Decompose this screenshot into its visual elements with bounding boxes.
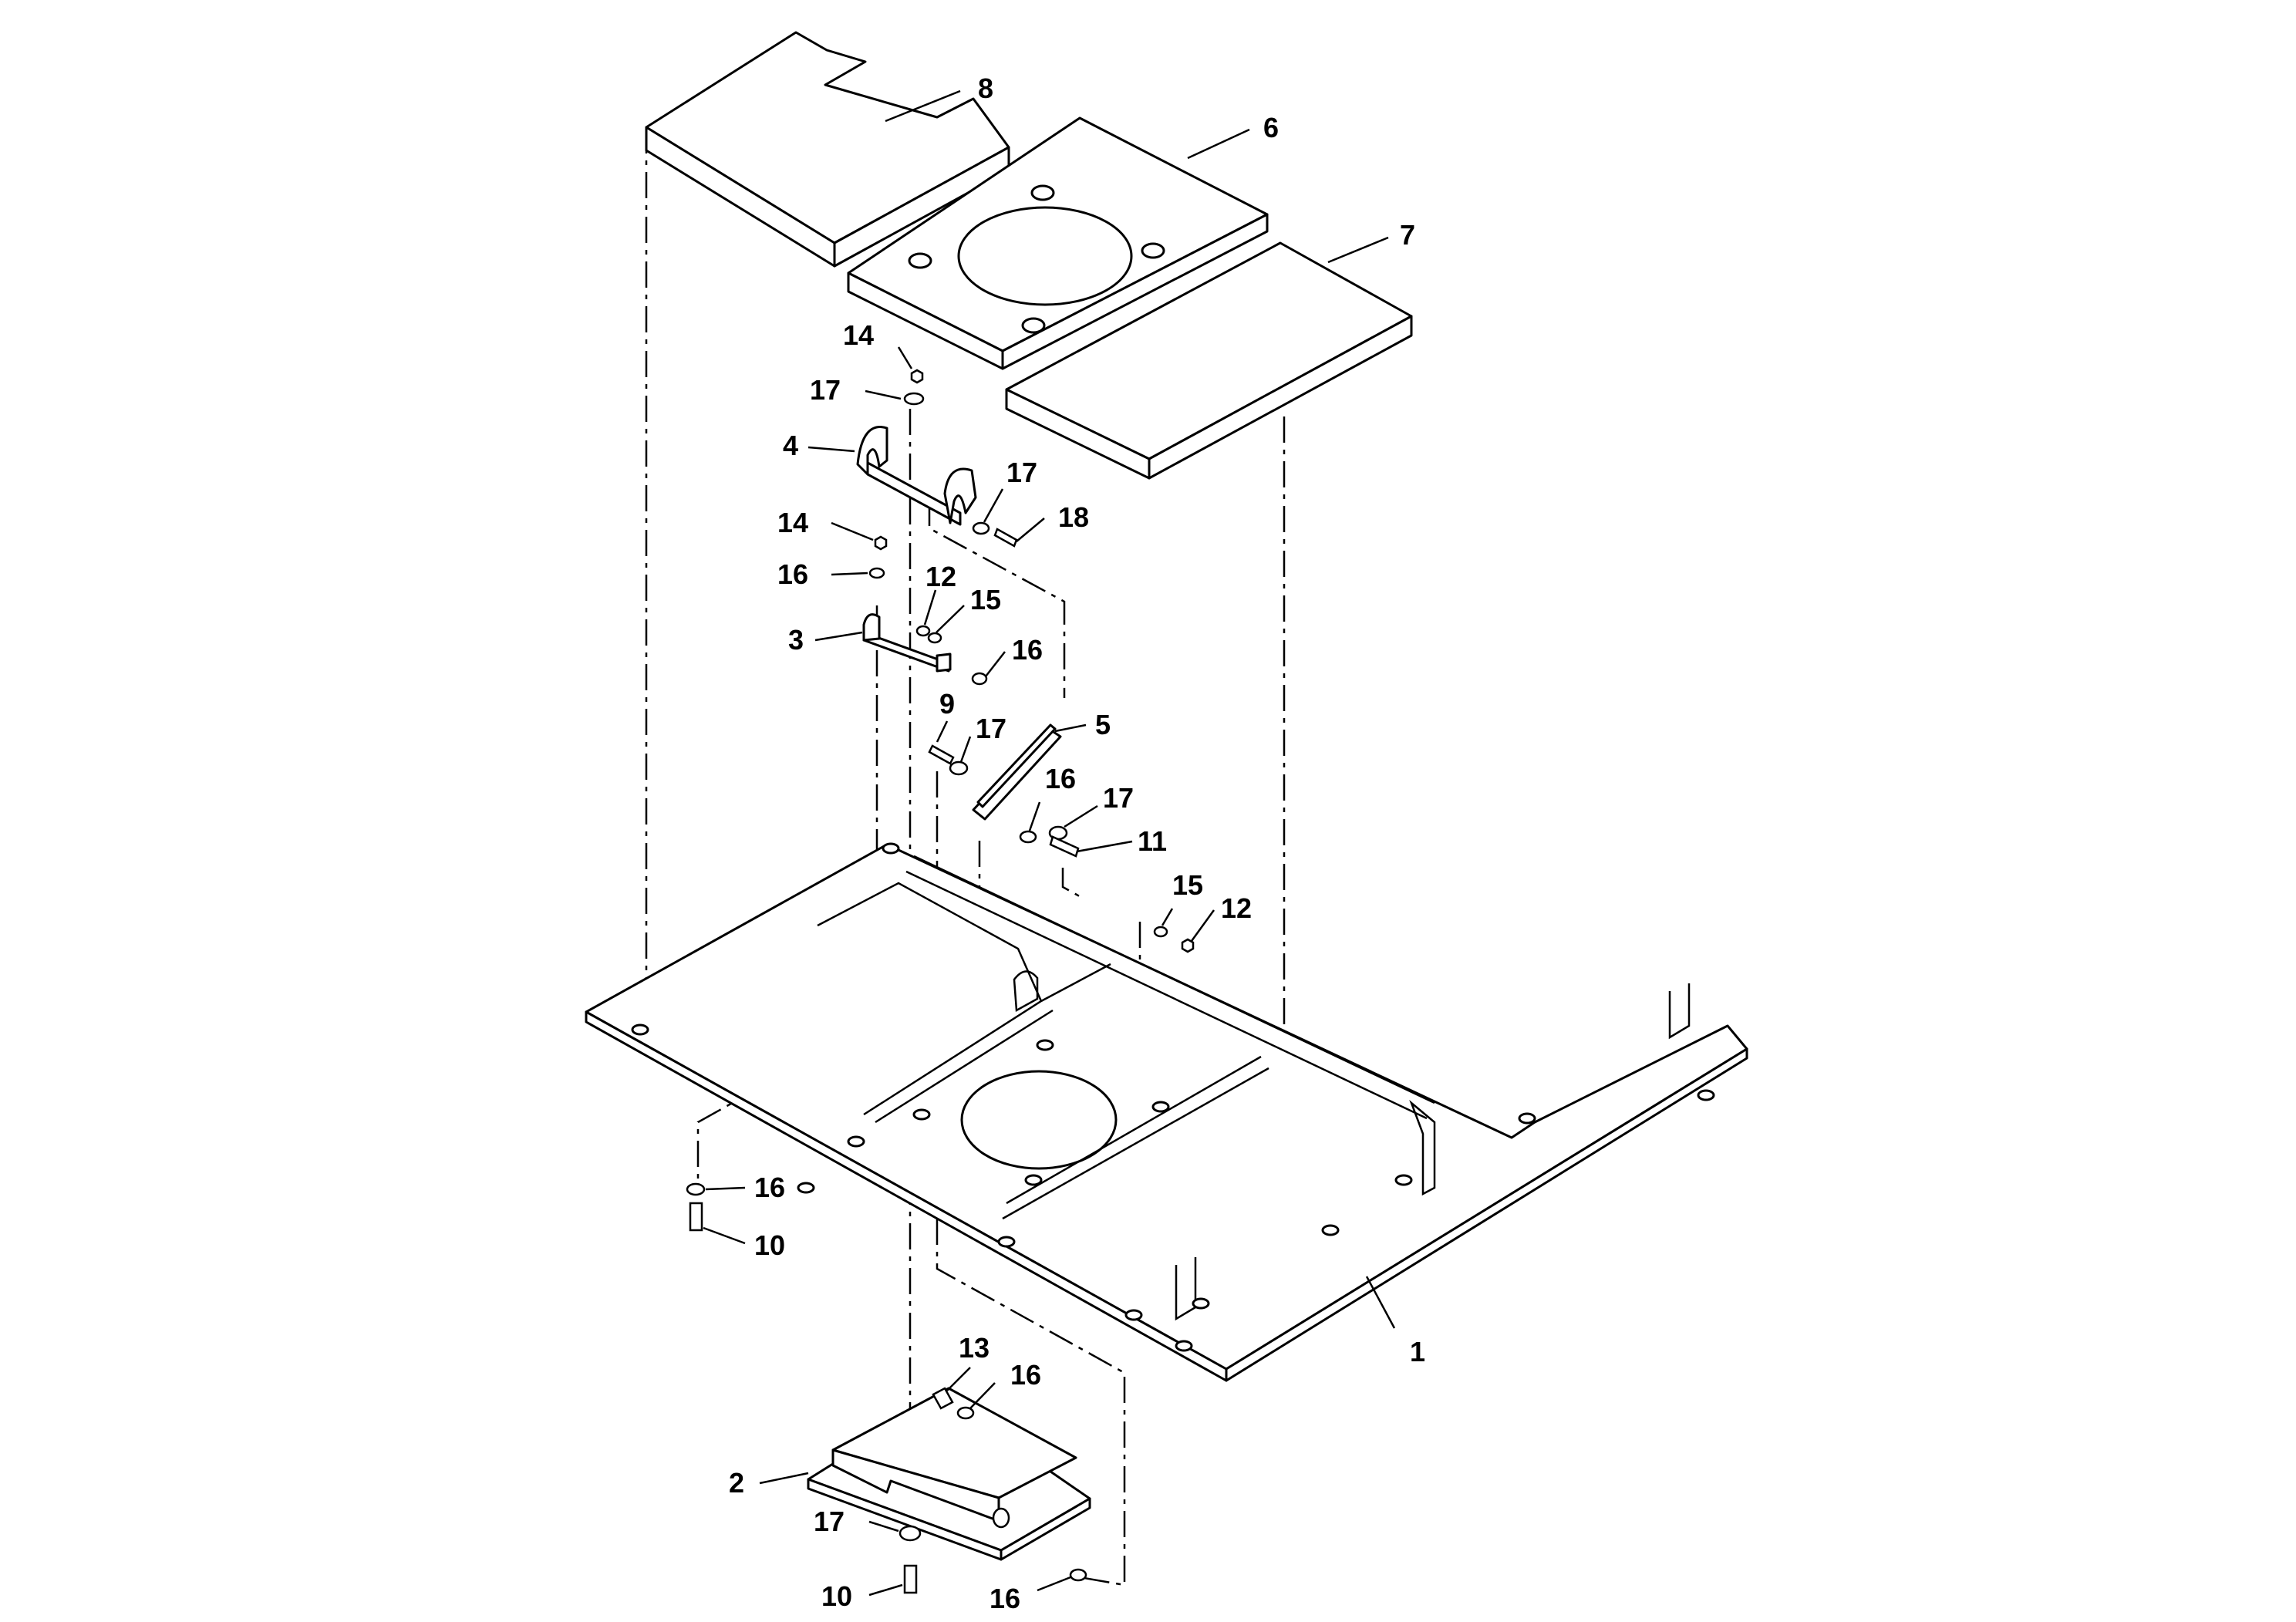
callout-14: 14: [777, 507, 808, 538]
callout-12: 12: [1221, 892, 1252, 924]
callout-1: 1: [1410, 1336, 1425, 1367]
callout-7: 7: [1400, 219, 1415, 251]
callout-14: 14: [843, 319, 874, 351]
callout-16: 16: [777, 558, 808, 590]
part-7-flat-pad: [1005, 241, 1413, 480]
part-8-notched-pad: [645, 31, 1010, 268]
callout-3: 3: [788, 624, 804, 656]
callout-16: 16: [1045, 763, 1076, 794]
callout-17: 17: [1103, 782, 1134, 814]
callout-labels: 8 6 7 14 17 4 17 18 14 16 12 15 3 16 9 1…: [729, 73, 1425, 1614]
callout-13: 13: [959, 1332, 990, 1364]
part-3-strap: [862, 613, 952, 673]
leader-lines: [703, 89, 1396, 1597]
callout-15: 15: [970, 584, 1001, 615]
callout-17: 17: [1006, 457, 1037, 488]
callout-2: 2: [729, 1467, 744, 1499]
callout-16: 16: [754, 1172, 785, 1203]
callout-4: 4: [783, 430, 798, 461]
callout-10: 10: [754, 1229, 785, 1261]
callout-17: 17: [814, 1506, 845, 1537]
part-6-plate-with-hole: [847, 116, 1269, 370]
part-2-lower-bracket: [807, 1387, 1091, 1561]
callout-16: 16: [1010, 1359, 1041, 1391]
callout-6: 6: [1263, 112, 1279, 143]
hardware: [686, 369, 1195, 1594]
part-1-base-plate: [585, 842, 1748, 1382]
callout-16: 16: [990, 1583, 1020, 1614]
callout-11: 11: [1138, 825, 1167, 857]
part-4-hook-bracket: [856, 426, 977, 526]
callout-10: 10: [821, 1580, 852, 1612]
callout-5: 5: [1095, 709, 1111, 740]
callout-8: 8: [978, 73, 993, 104]
callout-15: 15: [1172, 869, 1203, 901]
callout-17: 17: [976, 713, 1006, 744]
callout-9: 9: [939, 688, 955, 720]
part-5-link-arm: [972, 723, 1062, 821]
callout-17: 17: [810, 374, 841, 406]
callout-18: 18: [1058, 501, 1089, 533]
callout-16: 16: [1012, 634, 1043, 666]
callout-12: 12: [925, 561, 956, 592]
